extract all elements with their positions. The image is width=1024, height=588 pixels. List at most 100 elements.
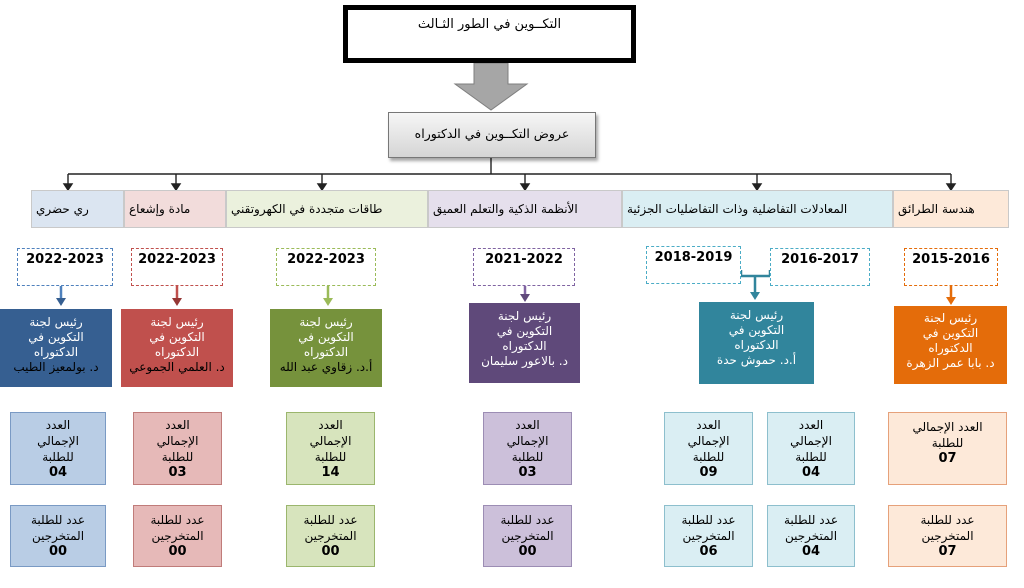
graduates-value: 06: [699, 544, 718, 559]
year-head-arrowhead: [323, 298, 333, 306]
subtitle-box: عروض التكــوين في الدكتوراه: [388, 112, 596, 158]
subtitle-label: عروض التكــوين في الدكتوراه: [414, 126, 570, 141]
total-students-box: العدد الإجمالي للطلبة 03: [133, 412, 222, 485]
graduates-label: عدد للطلبة المتخرجين: [303, 513, 358, 543]
program-box-process-engineering: هندسة الطرائق: [893, 190, 1009, 228]
graduates-box: عدد للطلبة المتخرجين 07: [888, 505, 1007, 567]
total-students-label: العدد الإجمالي للطلبة: [790, 418, 832, 464]
program-box-renewable-energy: طاقات متجددة في الكهروتقني: [226, 190, 428, 228]
year-label: 2022-2023: [287, 252, 365, 267]
total-students-box: العدد الإجمالي للطلبة 14: [286, 412, 375, 485]
year-label: 2022-2023: [138, 252, 216, 267]
program-box-matter-radiation: مادة وإشعاع: [124, 190, 226, 228]
committee-head-box: رئيس لجنة التكوين في الدكتوراه أ.د. حموش…: [699, 302, 814, 384]
head-name: أ.د. زقاوي عبد الله: [279, 360, 373, 374]
graduates-value: 00: [48, 544, 68, 559]
graduates-label: عدد للطلبة المتخرجين: [783, 513, 839, 543]
total-students-value: 14: [321, 465, 340, 480]
total-students-label: العدد الإجمالي للطلبة: [912, 420, 983, 450]
graduates-value: 04: [801, 544, 821, 559]
head-role: رئيس لجنة التكوين في الدكتوراه: [922, 311, 979, 355]
bus-arrowhead: [945, 183, 957, 192]
year-label: 2018-2019: [654, 250, 733, 265]
graduates-box: عدد للطلبة المتخرجين 00: [10, 505, 106, 567]
total-students-label: العدد الإجمالي للطلبة: [687, 418, 730, 464]
bus-arrowhead: [519, 183, 531, 192]
program-box-intelligent-systems: الأنظمة الذكية والتعلم العميق: [428, 190, 622, 228]
graduates-label: عدد للطلبة المتخرجين: [920, 513, 975, 543]
year-label: 2022-2023: [26, 252, 104, 267]
head-name: أ.د. حموش حدة: [716, 353, 797, 367]
page-title: التكــوين في الطور الثـالث: [417, 17, 562, 32]
total-students-value: 04: [48, 465, 68, 480]
bus-arrowhead: [62, 183, 74, 192]
program-label: هندسة الطرائق: [898, 202, 975, 216]
head-role: رئيس لجنة التكوين في الدكتوراه: [298, 315, 354, 359]
graduates-box: عدد للطلبة المتخرجين 04: [767, 505, 855, 567]
program-label: ري حضري: [36, 202, 89, 216]
total-students-value: 09: [699, 465, 718, 480]
title-box: التكــوين في الطور الثـالث: [343, 5, 636, 63]
year-head-arrowhead: [520, 294, 530, 302]
graduates-value: 00: [518, 544, 537, 559]
total-students-box: العدد الإجمالي للطلبة 07: [888, 412, 1007, 485]
bus-arrowhead: [751, 183, 763, 192]
total-students-label: العدد الإجمالي للطلبة: [506, 418, 549, 464]
year-box: 2022-2023: [17, 248, 113, 286]
total-students-value: 07: [938, 451, 957, 466]
graduates-value: 00: [168, 544, 187, 559]
year-head-arrowhead: [750, 292, 760, 300]
head-name: د. بالاعور سليمان: [481, 354, 568, 368]
year-box: 2021-2022: [473, 248, 575, 286]
head-role: رئيس لجنة التكوين في الدكتوراه: [28, 315, 84, 359]
year-box: 2015-2016: [904, 248, 998, 286]
total-students-label: العدد الإجمالي للطلبة: [156, 418, 199, 464]
total-students-value: 03: [168, 465, 187, 480]
committee-head-box: رئيس لجنة التكوين في الدكتوراه د. بابا ع…: [894, 306, 1007, 384]
head-name: د. بابا عمر الزهرة: [906, 356, 995, 370]
year-head-arrowhead: [946, 297, 956, 305]
year-box: 2018-2019: [646, 246, 741, 284]
graduates-label: عدد للطلبة المتخرجين: [500, 513, 555, 543]
total-students-label: العدد الإجمالي للطلبة: [37, 418, 79, 464]
year-head-arrowhead: [172, 298, 182, 306]
year-label: 2015-2016: [912, 252, 990, 267]
graduates-box: عدد للطلبة المتخرجين 00: [483, 505, 572, 567]
head-role: رئيس لجنة التكوين في الدكتوراه: [496, 309, 553, 353]
head-name: د. بولمعيز الطيب: [13, 360, 99, 374]
year-box: 2022-2023: [276, 248, 376, 286]
head-role: رئيس لجنة التكوين في الدكتوراه: [149, 315, 205, 359]
total-students-box: العدد الإجمالي للطلبة 04: [767, 412, 855, 485]
total-students-box: العدد الإجمالي للطلبة 04: [10, 412, 106, 485]
down-arrow-shape: [453, 62, 529, 111]
program-label: المعادلات التفاضلية وذات التفاضليات الجز…: [627, 202, 848, 216]
graduates-box: عدد للطلبة المتخرجين 06: [664, 505, 753, 567]
year-bracket-connector: [739, 270, 772, 295]
total-students-label: العدد الإجمالي للطلبة: [309, 418, 352, 464]
total-students-value: 03: [518, 465, 537, 480]
head-name: د. العلمي الجموعي: [129, 360, 225, 374]
committee-head-box: رئيس لجنة التكوين في الدكتوراه د. العلمي…: [121, 309, 233, 387]
total-students-box: العدد الإجمالي للطلبة 09: [664, 412, 753, 485]
year-label: 2021-2022: [485, 252, 563, 267]
year-label: 2016-2017: [781, 252, 859, 267]
program-label: الأنظمة الذكية والتعلم العميق: [433, 202, 578, 216]
program-label: مادة وإشعاع: [129, 202, 191, 216]
graduates-box: عدد للطلبة المتخرجين 00: [133, 505, 222, 567]
graduates-value: 00: [321, 544, 340, 559]
year-head-arrowhead: [56, 298, 66, 306]
bus-arrowhead: [316, 183, 328, 192]
committee-head-box: رئيس لجنة التكوين في الدكتوراه د. بولمعي…: [0, 309, 112, 387]
program-label: طاقات متجددة في الكهروتقني: [231, 202, 383, 216]
graduates-box: عدد للطلبة المتخرجين 00: [286, 505, 375, 567]
committee-head-box: رئيس لجنة التكوين في الدكتوراه د. بالاعو…: [469, 303, 580, 383]
graduates-label: عدد للطلبة المتخرجين: [150, 513, 205, 543]
bus-arrowhead: [170, 183, 182, 192]
total-students-value: 04: [801, 465, 821, 480]
graduates-label: عدد للطلبة المتخرجين: [30, 513, 86, 543]
graduates-value: 07: [938, 544, 957, 559]
graduates-label: عدد للطلبة المتخرجين: [681, 513, 736, 543]
program-box-urban-irrigation: ري حضري: [31, 190, 124, 228]
head-role: رئيس لجنة التكوين في الدكتوراه: [728, 308, 785, 352]
